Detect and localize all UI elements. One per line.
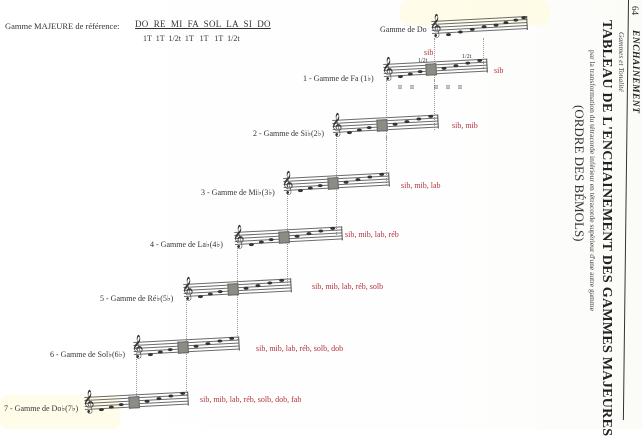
highlight-box	[278, 231, 290, 244]
treble-clef-icon: 𝄞	[180, 275, 194, 301]
scale-label-reb: 5 - Gamme de Ré♭(5♭)	[100, 294, 174, 303]
highlight-box	[376, 119, 388, 132]
guide-line	[434, 80, 435, 130]
scale-label-solb: 6 - Gamme de Sol♭(6♭)	[50, 350, 126, 359]
highlight-box	[177, 341, 189, 354]
reference-label: Gamme MAJEURE de référence:	[5, 21, 120, 31]
reference-intervals: 1T 1T 1/2t 1T 1T 1T 1/2t	[143, 34, 240, 43]
guide-line	[336, 135, 337, 195]
treble-clef-icon: 𝄞	[81, 388, 95, 414]
order-label: (ORDRE DES BÉMOLS)	[572, 105, 587, 242]
main-title: TABLEAU DE L'ENCHAINEMENT DES GAMMES MAJ…	[599, 20, 614, 436]
flats-lab: sib, mib, lab, réb	[345, 230, 399, 239]
flats-mib: sib, mib, lab	[401, 181, 441, 190]
guide-line	[136, 345, 137, 400]
tone-mark: II	[458, 85, 462, 91]
highlight-box	[425, 63, 437, 76]
paper-stain	[0, 395, 120, 429]
highlight-box	[327, 177, 339, 190]
flats-dob: sib, mib, lab, réb, solb, dob, fab	[200, 395, 302, 404]
tone-mark: II	[410, 85, 414, 91]
reference-notes-text: DO RE MI FA SOL LA SI DO	[135, 19, 271, 29]
treble-clef-icon: 𝄞	[280, 169, 294, 195]
guide-line	[483, 38, 484, 68]
flats-reb: sib, mib, lab, réb, solb	[312, 282, 384, 291]
section-title: ENCHAINEMENT	[630, 30, 640, 114]
page-number: 64	[630, 6, 640, 15]
scale-label-sib: 2 - Gamme de Si♭(2♭)	[253, 129, 325, 138]
scale-label-fa: 1 - Gamme de Fa (1♭)	[303, 74, 374, 83]
rotated-header: 64 ENCHAINEMENT Gammes et Tonalité TABLE…	[552, 0, 642, 436]
guide-line	[287, 185, 288, 245]
tone-mark: II	[446, 85, 450, 91]
guide-line	[237, 285, 238, 340]
scale-label-lab: 4 - Gamme de La♭(4♭)	[150, 240, 223, 249]
guide-line	[386, 135, 387, 185]
treble-clef-icon: 𝄞	[380, 55, 394, 81]
guide-line	[186, 285, 187, 345]
highlight-box	[227, 283, 239, 296]
guide-line	[237, 235, 238, 295]
guide-line	[186, 345, 187, 395]
treble-clef-icon: 𝄞	[329, 111, 343, 137]
reference-notes: DO RE MI FA SOL LA SI DO	[135, 19, 271, 29]
flats-sib: sib, mib	[452, 121, 478, 130]
scale-label-mib: 3 - Gamme de Mi♭(3♭)	[201, 188, 275, 197]
guide-line	[386, 80, 387, 140]
scale-label-dob: 7 - Gamme de Do♭(7♭)	[4, 404, 79, 413]
flats-fa: sib	[494, 66, 504, 75]
treble-clef-icon: 𝄞	[231, 223, 245, 249]
highlight-box	[128, 396, 140, 409]
tone-mark: II	[434, 85, 438, 91]
half-tone-mark: 1/2t	[462, 54, 472, 60]
sib-annotation: sib	[424, 48, 434, 57]
subtitle: par la transformation du tétracorde infé…	[588, 50, 597, 312]
tone-mark: II	[398, 85, 402, 91]
guide-line	[287, 235, 288, 285]
treble-clef-icon: 𝄞	[130, 333, 144, 359]
guide-line	[336, 185, 337, 235]
treble-clef-icon: 𝄞	[428, 12, 442, 38]
subsection-title: Gammes et Tonalité	[617, 32, 626, 92]
scale-label-do: Gamme de Do	[380, 25, 427, 34]
flats-solb: sib, mib, lab, réb, solb, dob	[256, 344, 344, 353]
